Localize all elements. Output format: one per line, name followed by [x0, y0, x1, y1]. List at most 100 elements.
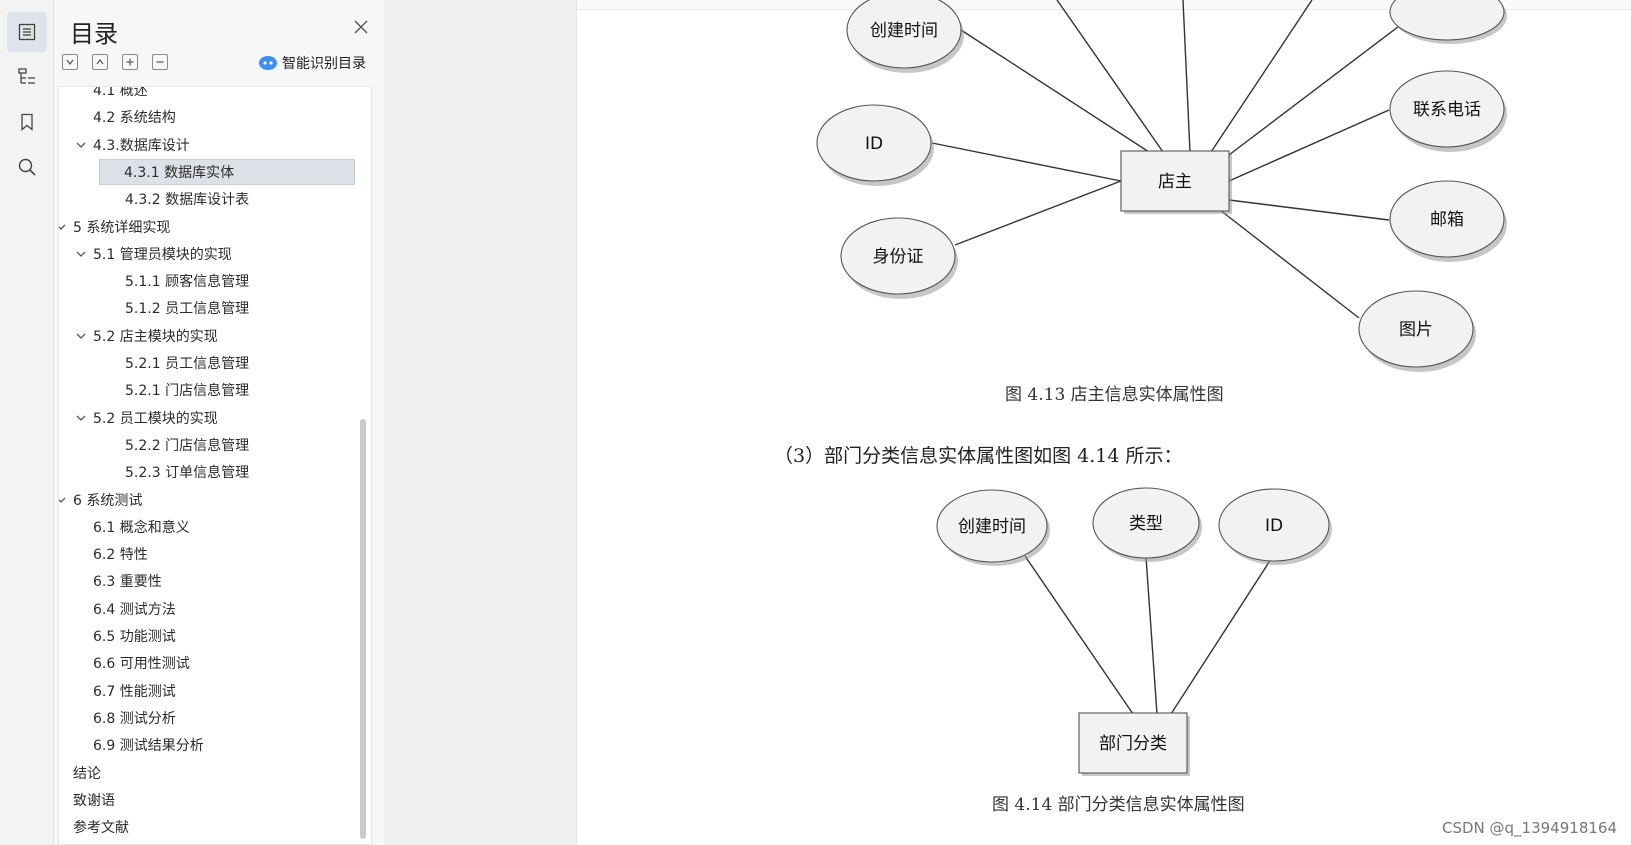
toc-item-label: 5.1 管理员模块的实现	[93, 246, 232, 263]
er-diagram-shopkeeper: 创建时间 ID 身份证 联系电话 邮箱 图片 店主	[816, 0, 1507, 372]
toc-item[interactable]: 结论	[73, 760, 101, 786]
toc-item[interactable]: 5.1 管理员模块的实现	[73, 241, 232, 267]
attribute-partial	[1389, 0, 1505, 41]
entity-department: 部门分类	[1099, 734, 1167, 754]
toc-item-label: 结论	[73, 765, 101, 782]
toc-item-label: 6.3 重要性	[93, 574, 162, 591]
er-diagram-department: 创建时间 类型 ID 部门分类	[936, 487, 1332, 776]
toc-item-label: 5.1.2 员工信息管理	[125, 301, 250, 318]
toc-item[interactable]: 6.7 性能测试	[93, 678, 176, 704]
toc-item-label: 5.2.3 订单信息管理	[125, 465, 250, 482]
attr-id-card: 身份证	[873, 247, 924, 267]
toc-item[interactable]: 5 系统详细实现	[59, 214, 171, 240]
toc-item[interactable]: 6.4 测试方法	[93, 596, 176, 622]
toc-item-label: 4.1 概述	[93, 86, 148, 99]
toc-item-label: 6 系统测试	[73, 492, 143, 509]
toc-item-label: 6.1 概念和意义	[93, 519, 190, 536]
ai-assistant-icon	[259, 56, 277, 70]
chevron-down-icon[interactable]	[59, 492, 69, 508]
add-heading-icon[interactable]	[122, 54, 138, 70]
remove-heading-icon[interactable]	[152, 54, 168, 70]
icon-rail	[0, 0, 54, 845]
toc-panel: 目录 智能识别目录 4.1 概述 4.2 系统结构 4.3.数据库设计 4.3.1 数…	[54, 0, 384, 845]
toc-icon[interactable]	[7, 12, 47, 52]
search-icon[interactable]	[7, 147, 47, 187]
figure-caption-4-14: 图 4.14 部门分类信息实体属性图	[992, 795, 1245, 815]
chevron-down-icon[interactable]	[73, 410, 89, 426]
toc-item-label: 5 系统详细实现	[73, 219, 171, 236]
collapse-all-icon[interactable]	[92, 54, 108, 70]
toc-item[interactable]: 6.8 测试分析	[93, 705, 176, 731]
entity-shopkeeper: 店主	[1158, 172, 1192, 192]
toc-item-label: 6.2 特性	[93, 547, 148, 564]
outline-tree-icon[interactable]	[7, 57, 47, 97]
toc-item[interactable]: 4.3.2 数据库设计表	[125, 186, 249, 212]
document-page: 创建时间 ID 身份证 联系电话 邮箱 图片 店主 图 4.13 店主信息实体属…	[576, 0, 1631, 845]
toc-item-label: 参考文献	[73, 820, 129, 837]
toc-item-label: 4.3.2 数据库设计表	[125, 192, 250, 209]
toc-item-label: 5.2 员工模块的实现	[93, 410, 218, 427]
chevron-down-icon[interactable]	[73, 246, 89, 262]
toc-item-label: 6.8 测试分析	[93, 710, 176, 727]
toc-item[interactable]: 6.6 可用性测试	[93, 650, 190, 676]
close-icon[interactable]	[352, 18, 370, 36]
toc-item-label: 6.7 性能测试	[93, 683, 176, 700]
toc-item[interactable]: 4.2 系统结构	[93, 104, 176, 130]
attr-type: 类型	[1129, 514, 1163, 534]
attr-id: ID	[865, 134, 883, 154]
toc-item[interactable]: 6.9 测试结果分析	[93, 732, 204, 758]
chevron-down-icon[interactable]	[73, 328, 89, 344]
top-ruler	[577, 0, 1631, 10]
page-gutter	[384, 0, 576, 845]
figure-caption-4-13: 图 4.13 店主信息实体属性图	[1005, 385, 1224, 405]
toc-item[interactable]: 6.2 特性	[93, 541, 148, 567]
toc-item[interactable]: 4.3.1 数据库实体	[99, 158, 355, 185]
toc-item-label: 4.3.1 数据库实体	[124, 164, 235, 181]
toc-item[interactable]: 4.1 概述	[93, 86, 148, 103]
toc-item-label: 6.9 测试结果分析	[93, 738, 204, 755]
toc-item[interactable]: 5.2 店主模块的实现	[73, 323, 218, 349]
toc-item-label: 4.2 系统结构	[93, 110, 176, 127]
toc-item[interactable]: 6 系统测试	[59, 487, 143, 513]
toc-item-label: 5.2.1 员工信息管理	[125, 356, 250, 372]
smart-toc-label: 智能识别目录	[282, 56, 366, 72]
toc-item[interactable]: 5.2 员工模块的实现	[73, 405, 218, 431]
chevron-down-icon[interactable]	[59, 219, 69, 235]
toc-item[interactable]: 6.1 概念和意义	[93, 514, 190, 540]
toc-item[interactable]: 5.2.3 订单信息管理	[125, 459, 249, 485]
toc-title: 目录	[70, 20, 118, 48]
toc-item-label: 4.3.数据库设计	[93, 137, 190, 154]
toc-item[interactable]: 参考文献	[73, 814, 129, 840]
bookmark-icon[interactable]	[7, 102, 47, 142]
attr-id: ID	[1265, 516, 1283, 536]
toc-item-label: 致谢语	[73, 792, 115, 809]
toc-item-label: 5.2.1 门店信息管理	[125, 383, 250, 400]
toc-item[interactable]: 6.5 功能测试	[93, 623, 176, 649]
chevron-down-icon[interactable]	[73, 137, 89, 153]
toc-item-label: 6.5 功能测试	[93, 629, 176, 645]
toc-item-label: 5.2 店主模块的实现	[93, 328, 218, 345]
toc-item[interactable]: 6.3 重要性	[93, 568, 162, 594]
toc-item[interactable]: 5.2.1 员工信息管理	[125, 350, 249, 376]
toc-item[interactable]: 4.3.数据库设计	[73, 132, 190, 158]
expand-all-icon[interactable]	[62, 54, 78, 70]
toc-item[interactable]: 致谢语	[73, 787, 115, 813]
toc-item[interactable]: 5.2.1 门店信息管理	[125, 377, 249, 403]
toc-item-label: 6.6 可用性测试	[93, 656, 190, 673]
toc-item[interactable]: 5.2.2 门店信息管理	[125, 432, 249, 458]
attr-phone: 联系电话	[1413, 100, 1481, 120]
attr-email: 邮箱	[1430, 210, 1464, 230]
attr-image: 图片	[1399, 320, 1433, 340]
toc-item-label: 5.2.2 门店信息管理	[125, 437, 250, 454]
smart-toc-button[interactable]: 智能识别目录	[258, 53, 366, 73]
attr-create-time: 创建时间	[958, 517, 1026, 537]
toc-item[interactable]: 5.1.1 顾客信息管理	[125, 268, 249, 294]
body-paragraph: （3）部门分类信息实体属性图如图 4.14 所示：	[774, 445, 1183, 467]
toc-list: 4.1 概述 4.2 系统结构 4.3.数据库设计 4.3.1 数据库实体 4.3.2 …	[58, 86, 372, 845]
toc-scrollbar[interactable]	[360, 419, 366, 839]
toc-item-label: 5.1.1 顾客信息管理	[125, 274, 250, 291]
watermark: CSDN @q_1394918164	[1442, 819, 1617, 837]
attr-create-time: 创建时间	[870, 21, 938, 41]
toc-item[interactable]: 5.1.2 员工信息管理	[125, 295, 249, 321]
